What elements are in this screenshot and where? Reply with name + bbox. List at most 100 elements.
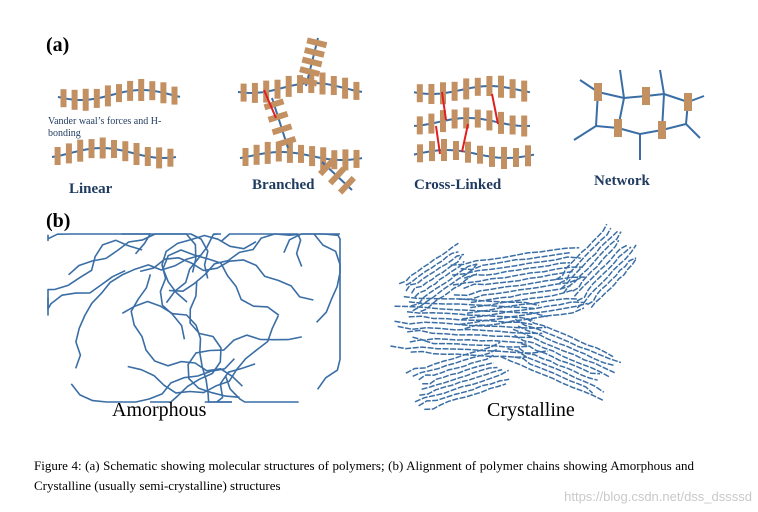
amorphous-strand bbox=[283, 233, 341, 323]
crystalline-strand bbox=[420, 273, 478, 313]
cross-chain-middle-side-group bbox=[463, 107, 470, 129]
linear-chain-top-side-group bbox=[71, 89, 78, 110]
cross-chain-bottom-side-group bbox=[465, 141, 471, 163]
linear-chain-top-side-group bbox=[104, 85, 111, 107]
branch-middle-side-group bbox=[263, 98, 285, 111]
crystalline-strand bbox=[394, 320, 547, 329]
branched-chain-bottom-side-group bbox=[242, 148, 249, 166]
amorphous-strand bbox=[187, 334, 302, 399]
crystalline-strand bbox=[520, 342, 601, 375]
branched-structure bbox=[237, 37, 363, 195]
amorphous-strand bbox=[68, 233, 197, 276]
branched-label: Branched bbox=[252, 177, 315, 193]
branched-chain-bottom-side-group bbox=[342, 149, 349, 171]
crystalline-label: Crystalline bbox=[487, 399, 575, 421]
cross-chain-bottom-side-group bbox=[525, 145, 531, 167]
cross-chain-top-side-group bbox=[463, 78, 470, 100]
linear-chain-bottom-side-group bbox=[65, 143, 72, 164]
crystalline-strand bbox=[408, 301, 534, 310]
cross-chain-bottom-side-group bbox=[513, 148, 519, 167]
cross-link bbox=[435, 125, 441, 155]
cross-chain-top-side-group bbox=[486, 76, 493, 96]
branched-chain-top-side-group bbox=[353, 81, 360, 100]
linear-chain-top-side-group bbox=[82, 88, 89, 111]
crystalline-strand bbox=[559, 227, 612, 284]
branched-chain-bottom-side-group bbox=[264, 141, 271, 164]
crystalline-strand bbox=[573, 244, 628, 297]
branched-chain-top-side-group bbox=[330, 76, 337, 95]
crystalline-strand bbox=[412, 348, 498, 377]
cross-chain-bottom-side-group bbox=[453, 141, 459, 160]
crystalline-strand bbox=[397, 325, 543, 335]
amorphous-strand bbox=[150, 282, 222, 403]
branch-middle-side-group bbox=[267, 110, 289, 123]
linear-chain-bottom-side-group bbox=[156, 147, 163, 169]
network-end bbox=[573, 125, 597, 141]
linear-chain-top-side-group bbox=[60, 89, 67, 108]
branched-chain-bottom-side-group bbox=[353, 149, 360, 168]
branch-upper-side-group bbox=[301, 56, 323, 68]
cross-chain-top-side-group bbox=[509, 79, 516, 99]
network-structure bbox=[573, 69, 705, 160]
crystalline-strand bbox=[412, 263, 478, 312]
branch-middle-side-group bbox=[275, 135, 297, 148]
amorphous-strand bbox=[224, 375, 299, 403]
crystalline-strand bbox=[507, 347, 605, 393]
cross-chain-middle-side-group bbox=[451, 109, 458, 129]
cross-chain-middle-side-group bbox=[474, 109, 481, 128]
cross-linked-structure bbox=[413, 75, 535, 169]
amorphous-strand bbox=[162, 249, 280, 316]
branched-chain-top-side-group bbox=[251, 82, 258, 103]
network-side-group bbox=[614, 119, 622, 137]
network-end bbox=[659, 69, 665, 95]
linear-label: Linear bbox=[69, 181, 113, 197]
cross-chain-bottom-side-group bbox=[489, 146, 495, 167]
crystalline-strand bbox=[418, 354, 494, 381]
crystalline-strand bbox=[514, 318, 622, 364]
branched-chain-bottom-side-group bbox=[309, 146, 316, 167]
crystalline-strand bbox=[405, 253, 465, 292]
branch-upper-side-group bbox=[306, 37, 328, 49]
crystalline-strand bbox=[418, 378, 510, 407]
cross-chain-bottom-side-group bbox=[501, 147, 507, 169]
cross-link bbox=[441, 91, 447, 121]
amorphous-strand bbox=[130, 274, 243, 387]
crystalline-strand bbox=[453, 276, 585, 297]
crystalline-strand bbox=[576, 244, 637, 309]
network-side-group bbox=[658, 121, 666, 139]
branched-chain-bottom-side-group bbox=[320, 147, 327, 170]
linear-chain-top-side-group bbox=[93, 88, 100, 108]
crystalline-strand bbox=[410, 350, 527, 358]
cross-linked-label: Cross-Linked bbox=[414, 177, 502, 193]
crystalline-strand bbox=[412, 336, 527, 344]
crystalline-strand bbox=[403, 295, 540, 307]
branch-middle-side-group bbox=[271, 123, 293, 136]
crystalline-strand bbox=[514, 334, 610, 378]
amorphous-strand bbox=[70, 358, 235, 403]
linear-chain-bottom-side-group bbox=[144, 147, 151, 166]
crystalline-strand bbox=[560, 230, 619, 290]
panel-b-label: (b) bbox=[46, 210, 71, 232]
branch-link bbox=[263, 89, 277, 119]
crystalline-strand bbox=[414, 260, 465, 298]
branched-chain-bottom-side-group bbox=[298, 144, 304, 163]
linear-chain-bottom-side-group bbox=[167, 148, 174, 167]
crystalline-strand bbox=[450, 247, 580, 266]
amorphous-strand bbox=[204, 363, 256, 403]
amorphous-strand bbox=[74, 254, 201, 369]
network-end bbox=[619, 69, 625, 99]
network-side-group bbox=[642, 87, 650, 105]
linear-chain-bottom-side-group bbox=[88, 139, 95, 159]
figure-caption: Figure 4: (a) Schematic showing molecula… bbox=[34, 458, 694, 493]
crystalline-strand bbox=[470, 285, 571, 304]
amorphous-strand bbox=[313, 233, 341, 390]
crystalline-strand bbox=[410, 255, 462, 294]
branched-chain-bottom-side-group bbox=[286, 141, 293, 163]
crystalline-strand bbox=[572, 239, 620, 292]
amorphous-chains bbox=[47, 233, 341, 403]
cross-chain-top-side-group bbox=[498, 75, 504, 98]
cross-chain-middle-side-group bbox=[521, 115, 528, 137]
amorphous-strand bbox=[47, 233, 151, 255]
amorphous-strand bbox=[139, 257, 314, 301]
